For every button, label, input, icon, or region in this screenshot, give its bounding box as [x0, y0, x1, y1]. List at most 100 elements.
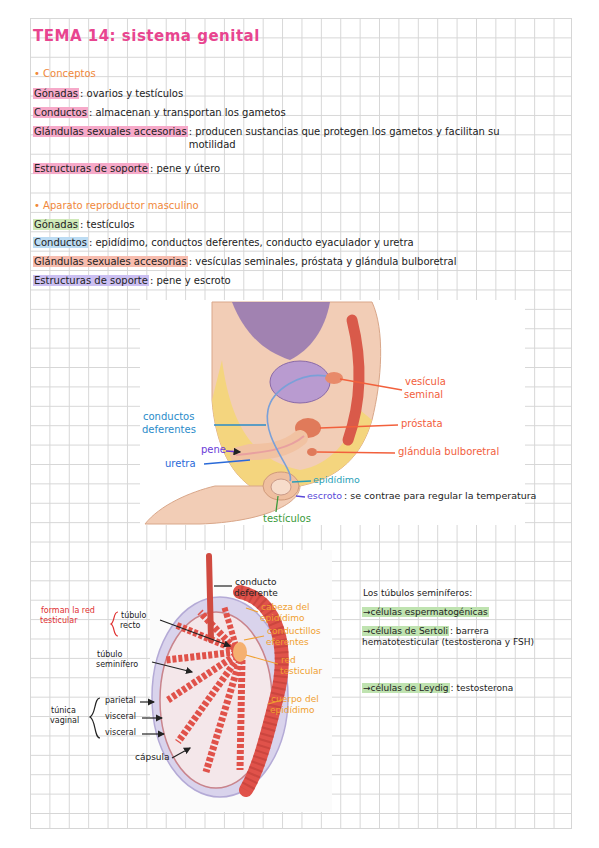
leader-line	[246, 608, 258, 612]
note-line: : producen sustancias que protegen los g…	[188, 126, 535, 151]
vas-deferens-shape	[267, 375, 326, 481]
seminiferous-tubule	[240, 660, 242, 770]
seminiferous-tubule	[206, 660, 240, 772]
rete-testis-shape	[233, 642, 247, 662]
note-label: forman la red testicular	[40, 606, 95, 625]
bracket	[111, 612, 118, 636]
leader-arrow	[142, 717, 162, 718]
part-label: epidídimo	[312, 474, 361, 485]
part-label: testículos	[262, 513, 312, 524]
part-label: túbulo recto	[120, 611, 146, 630]
text-row: cabeza del epidídimo	[260, 602, 332, 625]
leader-line	[244, 636, 264, 640]
text-row: uretra	[164, 458, 197, 471]
seminiferous-tubule	[168, 655, 236, 700]
note-line: Conductos	[33, 107, 88, 118]
leader-arrow	[142, 733, 164, 734]
seminiferous-tubule	[166, 652, 236, 660]
seminal-vesicle-shape	[325, 372, 343, 384]
text-row: escroto: se contrae para regular la temp…	[306, 490, 537, 502]
note-line: Gónadas	[33, 219, 79, 230]
text-row: Los túbulos seminíferos:	[362, 588, 473, 599]
note-line: : ovarios y testículos	[79, 88, 184, 99]
part-label: cabeza del epidídimo	[260, 602, 310, 623]
part-label: conductos deferentes	[142, 411, 197, 435]
text-row: Conductos: epidídimo, conductos deferent…	[33, 237, 415, 250]
part-label: túnica vaginal	[50, 706, 80, 725]
text-row: túbulo recto	[120, 611, 156, 631]
text-row: Glándulas sexuales accesorias: vesículas…	[33, 256, 458, 269]
leader-line	[214, 585, 232, 586]
bulbourethral-gland-shape	[307, 448, 317, 456]
leader-line	[246, 655, 278, 664]
text-row: visceral	[104, 712, 137, 722]
leader-arrow	[172, 748, 190, 758]
note-line: : epidídimo, conductos deferentes, condu…	[88, 237, 415, 248]
part-label: : se contrae para regular la temperatura	[343, 490, 537, 501]
vas-deferens-shape	[209, 556, 211, 640]
note-line: : pene y escroto	[149, 275, 232, 286]
figure-background	[150, 550, 332, 812]
text-row: túnica vaginal	[50, 706, 90, 726]
part-label: pene	[200, 444, 227, 455]
text-row: pene	[200, 444, 227, 457]
text-row: testículos	[262, 513, 312, 526]
leader-line	[320, 425, 398, 428]
note-line: Conductos	[33, 237, 88, 248]
text-row: →células de Sertoli: barrera hematotesti…	[362, 626, 567, 649]
urethra-shape	[236, 436, 304, 455]
section-heading: • Aparato reproductor masculino	[33, 200, 200, 211]
pelvis-body	[212, 302, 381, 486]
text-row: →células de Leydig: testosterona	[362, 683, 514, 694]
text-row: conductos deferentes	[142, 411, 214, 436]
note-line: Estructuras de soporte	[33, 163, 149, 174]
list-heading: Los túbulos seminíferos:	[362, 588, 473, 598]
penis-shape	[238, 438, 300, 455]
seminiferous-tubule	[224, 606, 236, 646]
text-row: conductillos eferentes	[266, 626, 344, 649]
part-label: conductillos eferentes	[266, 626, 321, 647]
note-line: : pene y útero	[149, 163, 221, 174]
text-row: cuerpo del epidídimo	[270, 694, 342, 717]
list-item: →células espermatogénicas	[362, 607, 489, 617]
text-row: Estructuras de soporte: pene y útero	[33, 163, 221, 176]
part-label: visceral	[104, 712, 137, 721]
note-line: Estructuras de soporte	[33, 275, 149, 286]
leader-line	[214, 424, 266, 425]
text-row: forman la red testicular	[40, 606, 110, 626]
leader-arrow	[226, 451, 240, 452]
part-label: visceral	[104, 728, 137, 737]
part-label: cuerpo del epidídimo	[270, 694, 319, 715]
text-row: →células espermatogénicas	[362, 607, 489, 618]
text-row: vesícula seminal	[404, 376, 466, 401]
leader-arrow	[160, 620, 230, 646]
part-label: parietal	[104, 696, 137, 705]
part-label: cápsula	[134, 752, 171, 762]
part-label: próstata	[400, 418, 444, 429]
text-row: glándula bulboretral	[397, 446, 500, 459]
leader-line	[296, 496, 305, 497]
text-row: parietal	[104, 696, 137, 706]
leader-line	[292, 481, 311, 482]
bracket	[90, 698, 100, 738]
part-label: conducto deferente	[234, 577, 279, 598]
note-line: : vesículas seminales, próstata y glándu…	[188, 256, 458, 267]
text-row: conducto deferente	[234, 577, 302, 600]
note-line: Gónadas	[33, 88, 79, 99]
leader-line	[340, 379, 402, 390]
text-row: epidídimo	[312, 474, 361, 486]
part-label: uretra	[164, 458, 197, 469]
text-row: • Conceptos	[33, 68, 97, 81]
leader-line	[276, 496, 278, 512]
abdominal-cavity	[232, 302, 330, 360]
text-row: túbulo seminífero	[96, 650, 152, 670]
text-row: • Aparato reproductor masculino	[33, 200, 200, 213]
text-row: red testicular	[280, 655, 335, 678]
text-row: próstata	[400, 418, 444, 431]
note-line: : testículos	[79, 219, 135, 230]
text-row: Conductos: almacenan y transportan los g…	[33, 107, 287, 120]
part-label: túbulo seminífero	[96, 650, 139, 669]
scrotum-shape	[263, 472, 299, 500]
note-line: : almacenan y transportan los gametos	[88, 107, 287, 118]
